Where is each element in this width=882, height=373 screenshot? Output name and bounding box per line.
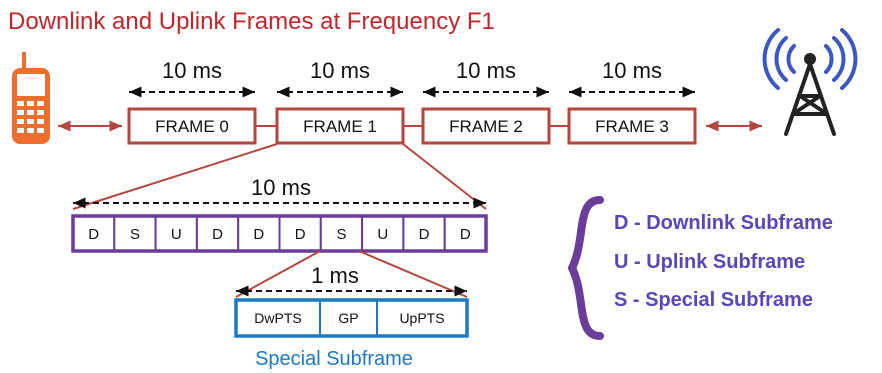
subframe-label: D [253, 226, 264, 243]
special-field-label: UpPTS [399, 310, 444, 326]
frame-label: FRAME 0 [155, 117, 229, 136]
frames-row: 10 ms FRAME 0 10 ms FRAME 1 10 ms FRAME 2 10 m… [127, 58, 697, 145]
legend-item: D - Downlink Subframe [614, 212, 833, 234]
legend-item: U - Uplink Subframe [614, 251, 805, 273]
subframe-label: D [212, 226, 223, 243]
special-subframe-row: DwPTS GP UpPTS [234, 298, 469, 338]
frame-duration-label: 10 ms [602, 58, 662, 83]
subframe-label: U [171, 226, 182, 243]
subframe-row-outline [71, 214, 488, 253]
subframe-cell [72, 215, 116, 252]
frame-duration-label: 10 ms [310, 58, 370, 83]
subframe-cell [154, 215, 198, 252]
special-subframe-caption: Special Subframe [255, 348, 413, 370]
frame-box [421, 107, 551, 145]
special-field-label: DwPTS [254, 310, 301, 326]
special-duration-label: 1 ms [311, 263, 359, 288]
frame-duration-label: 10 ms [162, 58, 222, 83]
subframe-cell [278, 215, 322, 252]
subframe-label: D [460, 226, 471, 243]
mobile-phone-icon [12, 52, 50, 144]
special-row-outline [234, 298, 469, 338]
subframe-label: U [377, 226, 388, 243]
legend-brace [568, 196, 604, 340]
subframe-label: S [336, 226, 346, 243]
subframe-label: S [130, 226, 140, 243]
frame-box [127, 107, 257, 145]
frame-box [275, 107, 405, 145]
diagram-title: Downlink and Uplink Frames at Frequency … [8, 8, 495, 35]
special-field-label: GP [338, 310, 358, 326]
legend-item: S - Special Subframe [614, 289, 813, 311]
frame-label: FRAME 1 [303, 117, 377, 136]
frame-duration-label: 10 ms [456, 58, 516, 83]
cell-tower-icon [762, 28, 858, 136]
subframe-label: D [295, 226, 306, 243]
subframe-cell [319, 215, 364, 252]
frame-box [567, 107, 697, 145]
subframe-duration-label: 10 ms [251, 175, 311, 200]
subframe-label: D [419, 226, 430, 243]
frame-label: FRAME 3 [595, 117, 669, 136]
frame-label: FRAME 2 [449, 117, 523, 136]
subframe-label: D [88, 226, 99, 243]
legend: D - Downlink Subframe U - Uplink Subframe… [614, 212, 833, 311]
